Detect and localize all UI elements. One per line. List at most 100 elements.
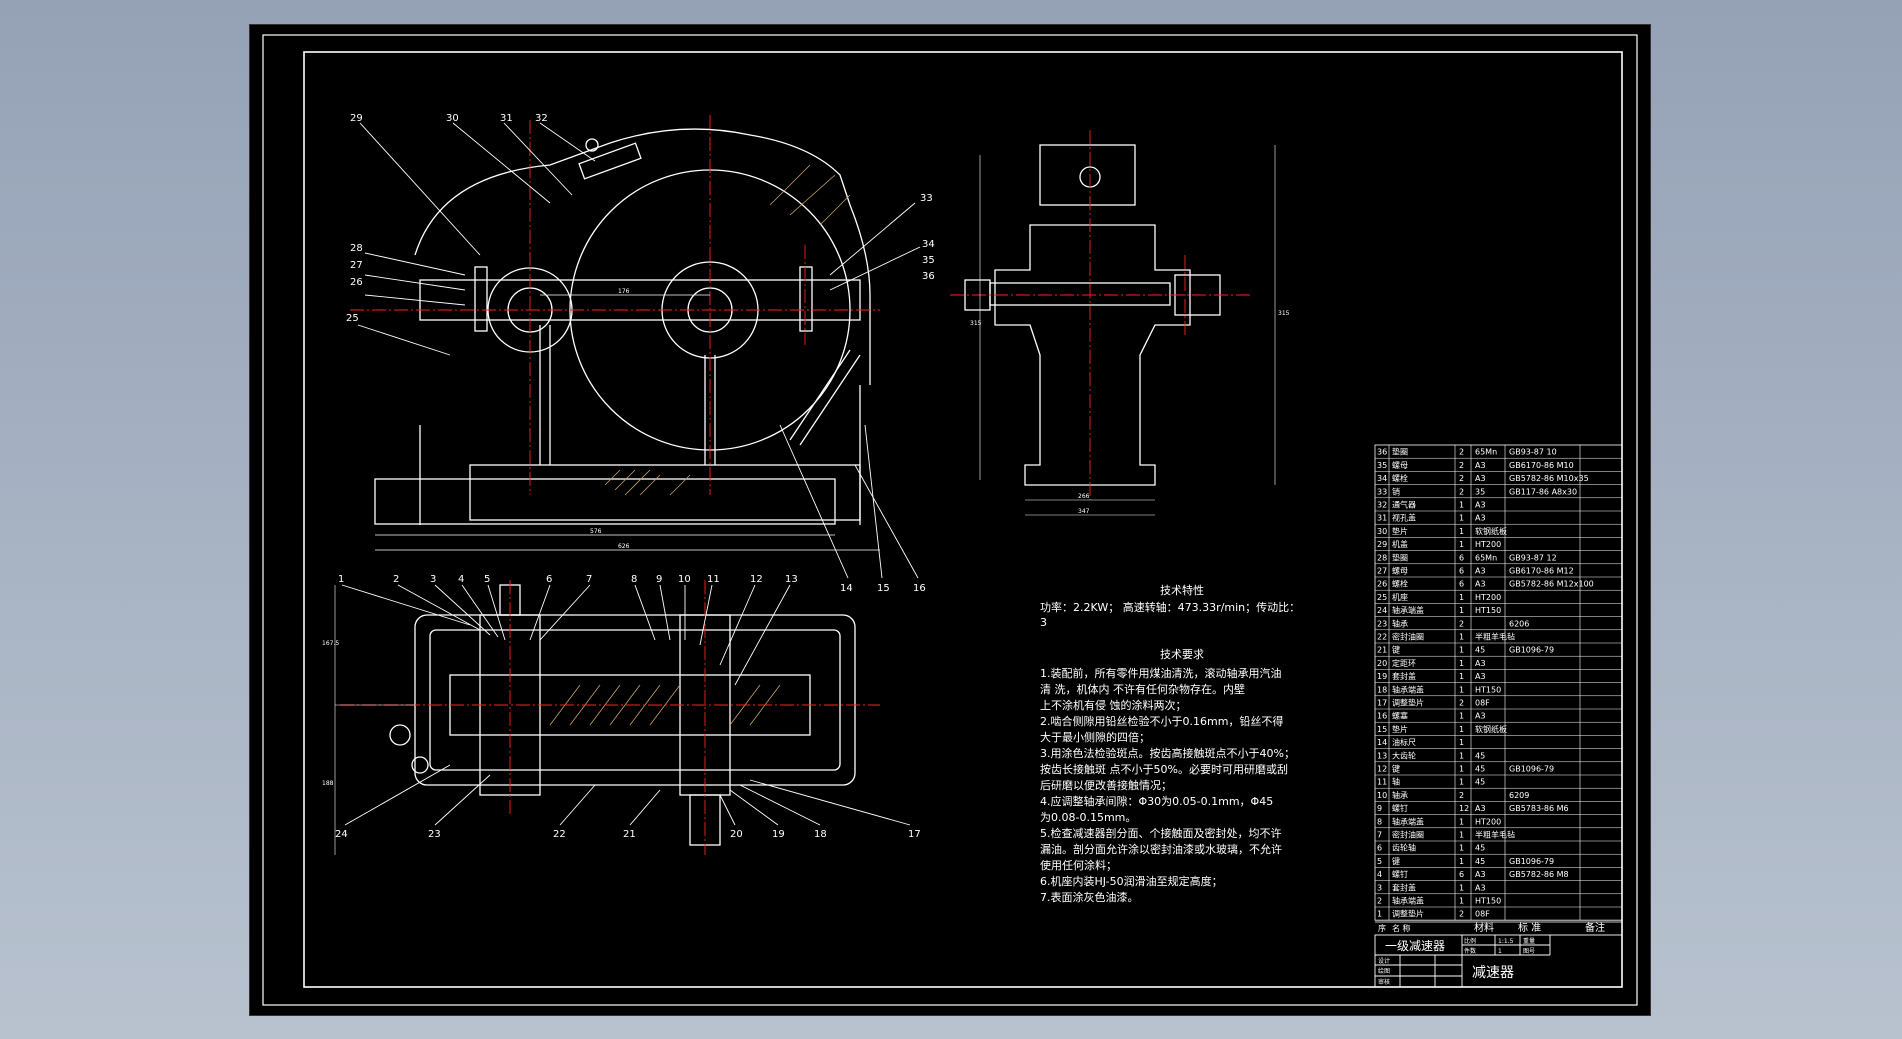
front-view[interactable] (374, 128, 871, 525)
bom-row-32-cell: A3 (1475, 501, 1486, 510)
bom-row-7-cell: 密封油圈 (1392, 830, 1424, 840)
balloon-17: 17 (908, 829, 921, 840)
bom-row-6-cell: 45 (1475, 844, 1485, 853)
bom-row-5-cell: 5 (1377, 857, 1382, 866)
bom-row-11-cell: 轴 (1392, 777, 1400, 787)
bom-row-28-cell: 6 (1459, 553, 1464, 562)
bolt-right (799, 266, 813, 332)
tech-req-line: 按齿长接触斑 点不小于50%。必要时可用研磨或刮 (1040, 762, 1288, 776)
bom-row-4-cell: 4 (1377, 870, 1382, 879)
bom-row-34-cell: A3 (1475, 474, 1486, 483)
balloon-26: 26 (350, 277, 363, 288)
bom-row-36-cell: 36 (1377, 448, 1387, 457)
front-leaders (357, 122, 921, 579)
bom-row-35-cell: A3 (1475, 461, 1486, 470)
bom-row-10-cell: 6209 (1509, 791, 1529, 800)
bom-row-30-cell: 1 (1459, 527, 1464, 536)
bom-row-18-cell: 轴承端盖 (1392, 684, 1424, 694)
balloon-9: 9 (656, 574, 662, 585)
cover-outline (414, 128, 871, 385)
front-hatch (604, 164, 851, 496)
bom-row-33-cell: 2 (1459, 487, 1464, 496)
bom-row-21-cell: GB1096-79 (1509, 646, 1554, 655)
bom-header-seq: 序 (1378, 923, 1386, 933)
cad-drawing[interactable]: 29 30 31 32 33 34 35 36 28 27 26 25 14 1… (250, 25, 1650, 1015)
balloon-4: 4 (458, 574, 464, 585)
bom-row-35-cell: 2 (1459, 461, 1464, 470)
bom-row-29-cell: 机盖 (1392, 539, 1408, 549)
bom-row-33-cell: 销 (1392, 486, 1400, 496)
balloon-2: 2 (393, 574, 399, 585)
bom-row-13-cell: 大齿轮 (1392, 750, 1416, 760)
tech-spec-title: 技术特性 (1160, 583, 1204, 597)
bom-row-26-cell: 6 (1459, 580, 1464, 589)
bom-row-36-cell: 垫圈 (1392, 447, 1408, 457)
sheet-label: 件数 (1464, 947, 1476, 955)
side-view[interactable] (964, 144, 1221, 486)
bom-row-10-cell: 10 (1377, 791, 1387, 800)
sheet-value: 1 (1498, 948, 1502, 955)
bom-row-7-cell: 1 (1459, 831, 1464, 840)
side-dimensions (979, 145, 1276, 516)
bom-row-6-cell: 齿轮轴 (1392, 843, 1416, 853)
bom-row-17-cell: 调整垫片 (1392, 698, 1424, 708)
drawing-no-label: 图号 (1523, 948, 1535, 955)
bom-row-32-cell: 1 (1459, 501, 1464, 510)
top-view[interactable] (389, 584, 856, 846)
side-body (994, 224, 1191, 486)
bom-row-15-cell: 15 (1377, 725, 1387, 734)
bom-row-31-cell: A3 (1475, 514, 1486, 523)
bom-row-34-cell: 34 (1377, 474, 1387, 483)
dim-176: 176 (618, 288, 630, 295)
bom-row-5-cell: GB1096-79 (1509, 857, 1554, 866)
split-flange (419, 279, 861, 321)
tech-spec-block: 技术特性 功率：2.2KW； 高速转轴：473.33r/min；传动比： 3 (1040, 583, 1300, 629)
balloon-13: 13 (785, 574, 798, 585)
bom-row-18-cell: 18 (1377, 685, 1387, 694)
bom-header-row: 序 名 称 材料 标 准 备注 (1375, 921, 1622, 934)
balloon-29: 29 (350, 113, 363, 124)
front-centerlines (350, 115, 880, 495)
bom-row-35-cell: GB6170-86 M10 (1509, 461, 1574, 470)
cad-viewport[interactable]: 29 30 31 32 33 34 35 36 28 27 26 25 14 1… (250, 25, 1650, 1015)
balloon-34: 34 (922, 239, 935, 250)
scale-label: 比例 (1464, 937, 1476, 945)
base-flange (374, 478, 836, 525)
bom-row-6-cell: 1 (1459, 844, 1464, 853)
bom-row-24-cell: HT150 (1475, 606, 1501, 615)
bom-header-name: 名 称 (1392, 923, 1411, 933)
bom-row-35-cell: 螺母 (1392, 460, 1408, 470)
bom-row-2-cell: HT150 (1475, 897, 1501, 906)
bom-row-33-cell: 33 (1377, 487, 1387, 496)
dim-626: 626 (618, 543, 630, 550)
bom-row-5-cell: 1 (1459, 857, 1464, 866)
bom-row-31-cell: 31 (1377, 514, 1387, 523)
tech-req-line: 为0.08-0.15mm。 (1040, 811, 1136, 824)
bom-row-28-cell: GB93-87 12 (1509, 553, 1557, 562)
vent-knob (585, 138, 599, 152)
tech-req-line: 6.机座内装HJ-50润滑油至规定高度； (1040, 874, 1223, 888)
tech-req-block: 技术要求 1.装配前，所有零件用煤油清洗，滚动轴承用汽油 清 洗，机体内 不许有… (1040, 648, 1295, 904)
bom-row-5-cell: 45 (1475, 857, 1485, 866)
dim-315-left: 315 (970, 320, 982, 327)
bom-row-10-cell: 轴承 (1392, 790, 1408, 800)
bom-row-27-cell: 6 (1459, 567, 1464, 576)
side-cover-top (1039, 144, 1136, 206)
inspection-cover (578, 142, 642, 180)
bom-row-15-cell: 1 (1459, 725, 1464, 734)
balloon-28: 28 (350, 243, 363, 254)
bom-row-34-cell: 螺栓 (1392, 473, 1408, 483)
bom-row-12-cell: 45 (1475, 765, 1485, 774)
bom-row-24-cell: 24 (1377, 606, 1387, 615)
bom-row-7-cell: 7 (1377, 831, 1382, 840)
front-dimensions (375, 294, 880, 551)
balloon-25: 25 (346, 313, 359, 324)
bom-row-29-cell: 29 (1377, 540, 1387, 549)
tech-req-line: 漏油。剖分面允许涂以密封油漆或水玻璃，不允许 (1040, 842, 1282, 856)
tech-req-line: 2.啮合侧隙用铅丝检验不小于0.16mm，铅丝不得 (1040, 714, 1283, 728)
bom-row-1-cell: 调整垫片 (1392, 909, 1424, 919)
bom-row-14-cell: 14 (1377, 738, 1387, 747)
scale-value: 1:1.5 (1498, 938, 1514, 945)
bom-row-14-cell: 油标尺 (1392, 737, 1416, 747)
